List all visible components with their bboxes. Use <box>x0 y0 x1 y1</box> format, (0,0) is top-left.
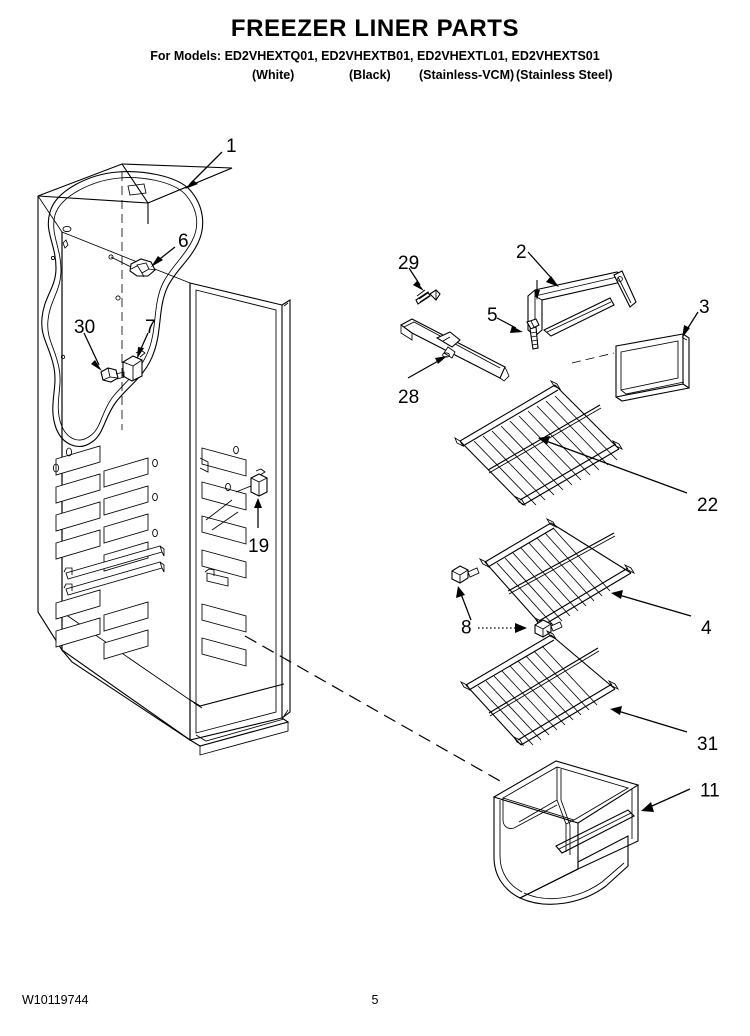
screw-frame <box>496 317 540 350</box>
finish-label-stainless-steel: (Stainless Steel) <box>516 67 613 82</box>
shelf-end-cap <box>451 565 563 638</box>
callout-4: 4 <box>701 618 712 639</box>
page-number: 5 <box>371 993 379 1007</box>
liner-grommet-lower <box>83 332 125 383</box>
finish-label-white: (White) <box>252 67 295 82</box>
screw-bracket <box>408 267 441 305</box>
page-header: FREEZER LINER PARTS For Models: ED2VHEXT… <box>0 0 750 85</box>
page-title: FREEZER LINER PARTS <box>230 15 520 42</box>
callout-19: 19 <box>248 536 270 557</box>
callout-31: 31 <box>697 734 719 755</box>
models-line: For Models: ED2VHEXTQ01, ED2VHEXTB01, ED… <box>150 49 600 63</box>
liner-shelf-slots-left <box>52 445 165 660</box>
freezer-liner-cabinet <box>37 151 291 756</box>
liner-shelf-slots-right <box>199 445 247 667</box>
liner-connector-lower <box>122 332 149 382</box>
wire-frame-bracket <box>527 251 637 337</box>
callout-2: 2 <box>516 242 527 263</box>
slide-rail-bracket <box>399 318 510 382</box>
callout-22: 22 <box>697 495 719 516</box>
liner-connector-upper <box>129 246 176 278</box>
callout-29: 29 <box>398 253 420 274</box>
finish-label-black: (Black) <box>349 67 391 82</box>
callout-5: 5 <box>487 305 498 326</box>
rectangular-frame-trim <box>571 311 699 402</box>
callout-30: 30 <box>74 317 96 338</box>
callout-6: 6 <box>178 231 189 252</box>
callout-11: 11 <box>700 780 720 802</box>
freezer-basket-bin <box>492 760 691 905</box>
callout-7: 7 <box>145 317 156 338</box>
callout-1: 1 <box>226 136 237 157</box>
callout-8: 8 <box>461 617 472 639</box>
assembly-reference-line <box>244 635 501 782</box>
callout-3: 3 <box>699 297 710 318</box>
document-code: W10119744 <box>22 993 89 1007</box>
wire-shelf-middle <box>478 517 692 628</box>
finish-labels-row: (White) (Black) (Stainless-VCM) (Stainle… <box>0 67 750 85</box>
liner-clip-right <box>235 468 268 528</box>
wire-shelf-bottom <box>459 629 688 747</box>
finish-label-stainless-vcm: (Stainless-VCM) <box>419 67 515 82</box>
wire-shelf-top <box>454 379 688 507</box>
callout-28: 28 <box>398 387 420 408</box>
